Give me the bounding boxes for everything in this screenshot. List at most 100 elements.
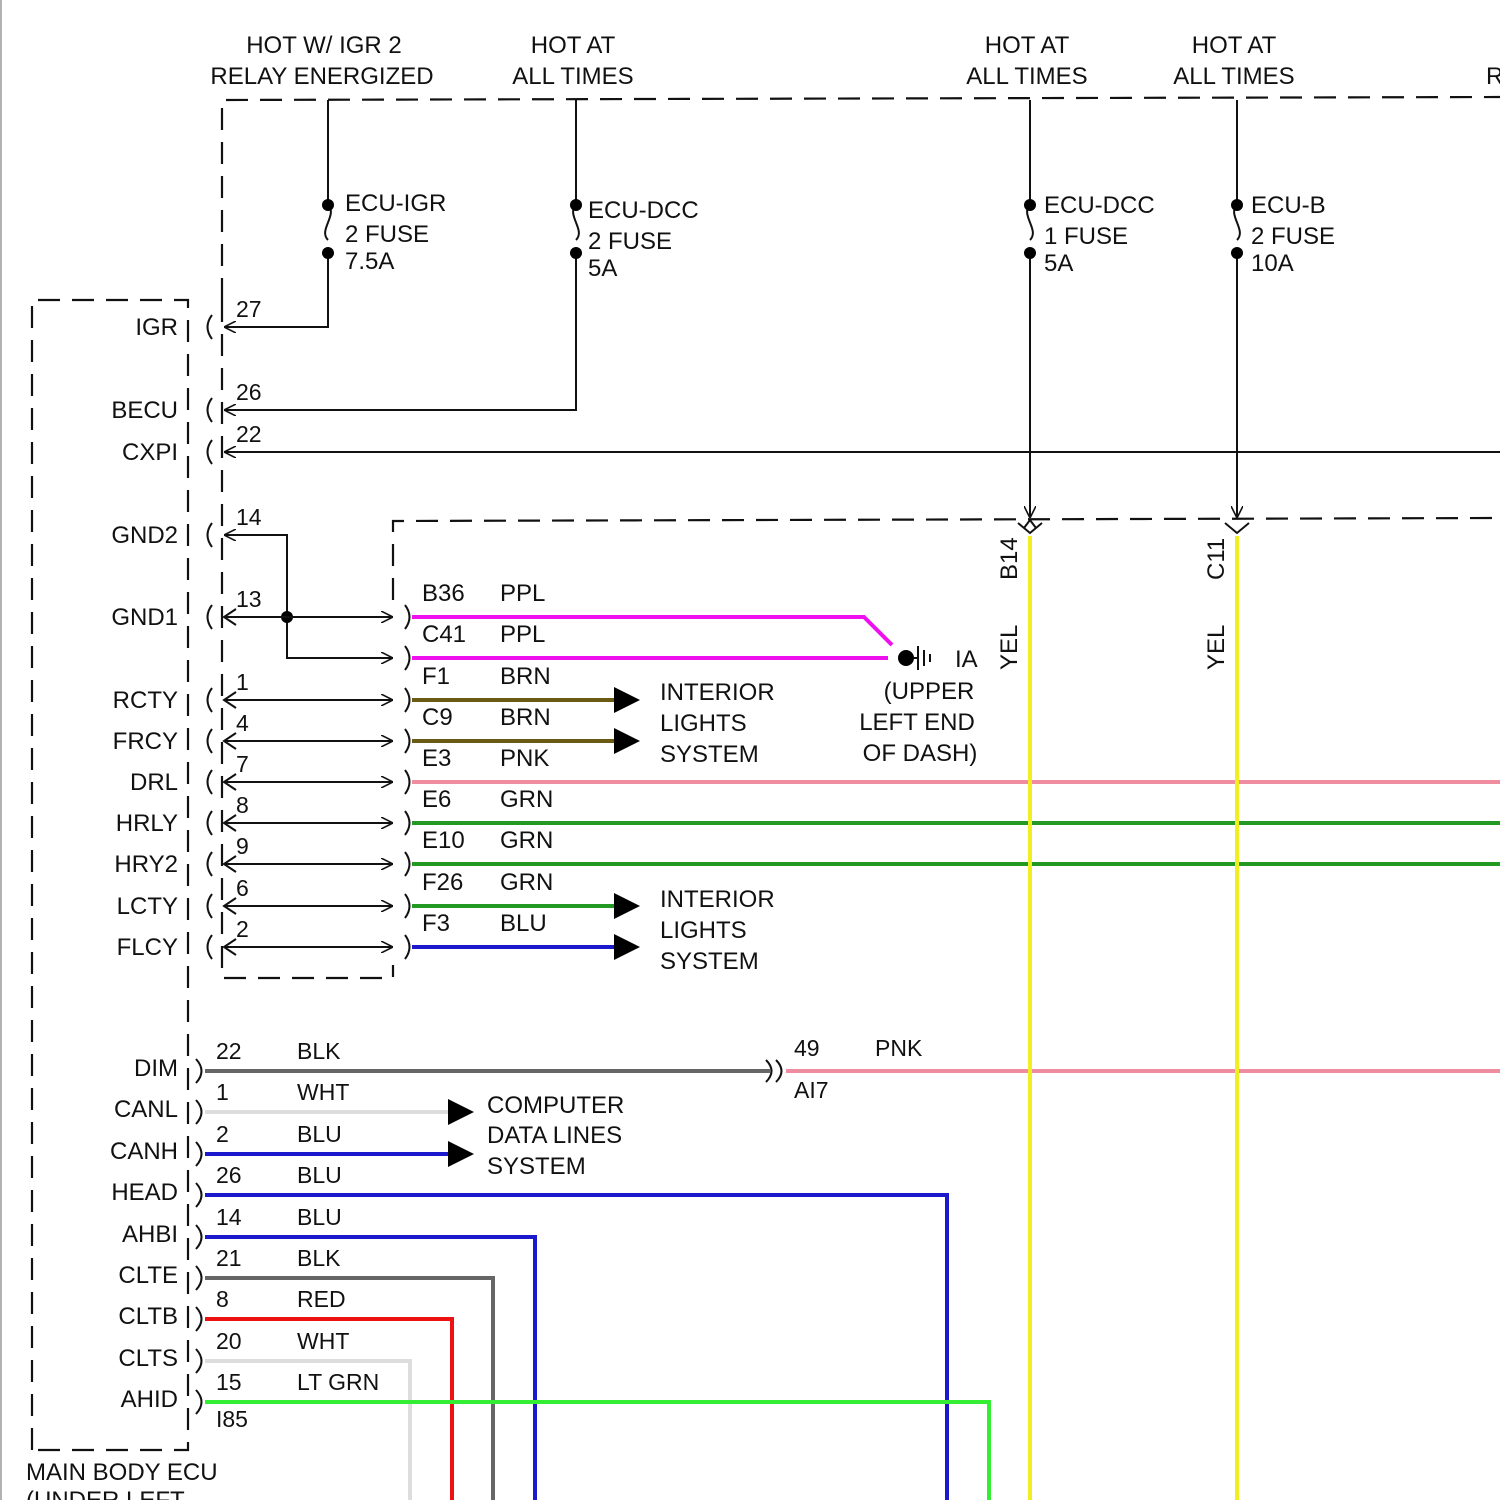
ecu-lower-pin-number-dim: 22: [216, 1038, 242, 1064]
ground-id: IA: [955, 646, 978, 673]
ecu-lower-wire-color-dim: BLK: [297, 1038, 341, 1064]
fuse-2-name: ECU-DCC: [588, 197, 699, 224]
interior-lights-1-line1: INTERIOR: [660, 679, 775, 706]
ecu-lower-pin-name-cltb: CLTB: [118, 1303, 178, 1330]
ecu-lower-pin-number-ahid: 15: [216, 1369, 242, 1395]
ecu-pin-connector-drl: [208, 770, 213, 794]
feed-term-c11: C11: [1203, 538, 1230, 580]
ecu-pin-number-rcty: 1: [236, 669, 249, 695]
ecu-lower-pin-number-head: 26: [216, 1162, 242, 1188]
ecu-lower-wire-color-ahbi: BLU: [297, 1204, 342, 1230]
ecu-lower-pin-number-ahbi: 14: [216, 1204, 242, 1230]
data-lines-line2: DATA LINES: [487, 1122, 622, 1149]
wire-b36-ppl: [412, 617, 892, 645]
power-source-5-line1: R: [1486, 63, 1500, 90]
interior-lights-label-2: INTERIOR LIGHTS SYSTEM: [660, 886, 775, 975]
ecu-pin-number-cxpi: 22: [236, 421, 262, 447]
ecu-pin-name-drl: DRL: [130, 769, 178, 796]
fuse-labels: ECU-IGR 2 FUSE 7.5A ECU-DCC 2 FUSE 5A EC…: [345, 190, 1335, 282]
ecu-lower-pin-number-canl: 1: [216, 1079, 229, 1105]
junction-color-c41: PPL: [500, 621, 545, 648]
ecu-pin-name-gnd2: GND2: [111, 522, 178, 549]
ground-location-line1: (UPPER: [884, 678, 975, 705]
ecu-lower-connector-clte: [196, 1266, 202, 1290]
ecu-pin-number-gnd1: 13: [236, 586, 262, 612]
junction-term-e10: E10: [422, 827, 465, 854]
ecu-label-line1: MAIN BODY ECU: [26, 1459, 218, 1486]
junction-term-c41: C41: [422, 621, 466, 648]
fuse-4-rating: 10A: [1251, 250, 1294, 277]
fuse-ecu-dcc-1: [1024, 100, 1036, 518]
ecu-pin-name-cxpi: CXPI: [122, 439, 178, 466]
ecu-pin-number-frcy: 4: [236, 710, 249, 736]
junction-term-e3: E3: [422, 745, 451, 772]
ecu-pin-number-lcty: 6: [236, 875, 249, 901]
junction-connector-e3: [405, 770, 410, 794]
fuse-ecu-b-2: [1231, 100, 1243, 518]
ecu-lower-pin-name-clte: CLTE: [118, 1262, 178, 1289]
fuse-4-line2: 2 FUSE: [1251, 223, 1335, 250]
ecu-lower-connector-ahid: [196, 1390, 202, 1414]
junction-connector-e6: [405, 811, 410, 835]
ecu-internal-wiring: [224, 452, 1500, 658]
junction-term-b36: B36: [422, 580, 465, 607]
fuse-3-rating: 5A: [1044, 250, 1073, 277]
junction-connector-f26: [405, 894, 410, 918]
feed-color-c11: YEL: [1203, 625, 1230, 670]
fuse-3-name: ECU-DCC: [1044, 192, 1155, 219]
ecu-pin-connector-lcty: [208, 894, 213, 918]
ecu-lower-pin-number-canh: 2: [216, 1121, 229, 1147]
ecu-pin-number-drl: 7: [236, 751, 249, 777]
ecu-pin-connector-frcy: [208, 729, 213, 753]
fuse-1-line2: 2 FUSE: [345, 221, 429, 248]
ecu-pin-name-lcty: LCTY: [117, 893, 178, 920]
ecu-pin-connector-hry2: [208, 852, 213, 876]
fuse-ecu-dcc-2: [224, 100, 582, 410]
ecu-lower-connector-head: [196, 1183, 202, 1207]
junction-color-f3: BLU: [500, 910, 547, 937]
ecu-pin-name-hry2: HRY2: [114, 851, 178, 878]
ecu-lower-connector-cltb: [196, 1307, 202, 1331]
ecu-label-line2: (UNDER LEFT: [26, 1487, 185, 1500]
power-source-3-line2: ALL TIMES: [966, 63, 1087, 90]
ecu-lower-connector-canh: [196, 1142, 202, 1166]
ecu-lower-pin-name-clts: CLTS: [118, 1345, 178, 1372]
ground-location-line2: LEFT END: [859, 709, 975, 736]
ecu-lower-wire-color-ahid: LT GRN: [297, 1369, 379, 1395]
ecu-lower-pin-number-cltb: 8: [216, 1286, 229, 1312]
power-source-4-line2: ALL TIMES: [1173, 63, 1294, 90]
ecu-lower-pin-name-dim: DIM: [134, 1055, 178, 1082]
ecu-lower-wire-color-canh: BLU: [297, 1121, 342, 1147]
ecu-pin-number-flcy: 2: [236, 916, 249, 942]
power-source-2-line1: HOT AT: [531, 32, 616, 59]
wire-ecu-ahid: [205, 1402, 989, 1500]
junction-term-f26: F26: [422, 869, 463, 896]
ecu-pin-name-igr: IGR: [135, 314, 178, 341]
junction-term-f1: F1: [422, 663, 450, 690]
ecu-pin-name-hrly: HRLY: [116, 810, 178, 837]
ecu-lower-connector-clts: [196, 1349, 202, 1373]
junction-term-f3: F3: [422, 910, 450, 937]
ecu-pin-connector-cxpi: [208, 440, 213, 464]
ecu-lower-pin-name-head: HEAD: [111, 1179, 178, 1206]
feed-term-b14: B14: [996, 537, 1023, 580]
ecu-lower-pin-name-canl: CANL: [114, 1096, 178, 1123]
junction-color-f1: BRN: [500, 663, 551, 690]
junction-block-outline: [393, 518, 1500, 600]
ground-symbol: [898, 646, 930, 670]
ecu-pin-number-hry2: 9: [236, 833, 249, 859]
ecu-lower-wire-color-head: BLU: [297, 1162, 342, 1188]
ecu-lower-pin-name-ahbi: AHBI: [122, 1221, 178, 1248]
fuse-2-rating: 5A: [588, 255, 617, 282]
junction-connector-f1: [405, 688, 410, 712]
ecu-lower-connector-dim: [196, 1059, 202, 1083]
junction-connector-b36: [405, 605, 410, 629]
data-lines-line1: COMPUTER: [487, 1092, 624, 1119]
ecu-pin-name-becu: BECU: [111, 397, 178, 424]
dim-connector-pin: 49: [794, 1035, 820, 1061]
junction-connector-e10: [405, 852, 410, 876]
fuse-1-name: ECU-IGR: [345, 190, 446, 217]
ecu-pin-name-frcy: FRCY: [113, 728, 178, 755]
power-source-1-line2: RELAY ENERGIZED: [210, 63, 433, 90]
